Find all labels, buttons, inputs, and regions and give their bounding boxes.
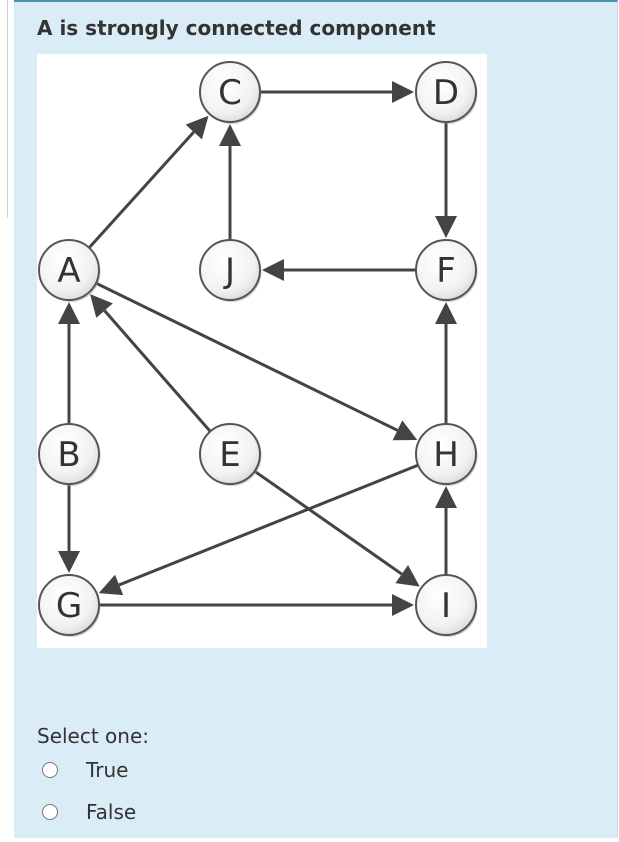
node-g: G xyxy=(38,574,101,637)
graph-image: C D A J F B E H G I xyxy=(37,54,487,648)
node-label-e: E xyxy=(219,435,240,475)
question-text: A is strongly connected component xyxy=(37,16,436,40)
edge-f-to-j xyxy=(262,259,416,281)
edge-b-to-a xyxy=(58,302,80,424)
edge-e-to-a xyxy=(90,294,212,433)
node-h: H xyxy=(415,423,478,486)
node-e: E xyxy=(199,423,262,486)
node-label-c: C xyxy=(218,73,242,113)
directed-graph: C D A J F B E H G I xyxy=(38,61,478,637)
node-label-f: F xyxy=(436,251,456,291)
node-label-i: I xyxy=(441,586,451,626)
option-false[interactable]: False xyxy=(42,800,136,824)
radio-true[interactable] xyxy=(42,762,58,778)
option-false-label: False xyxy=(86,800,137,824)
option-true-label: True xyxy=(86,758,129,782)
edge-j-to-c xyxy=(219,124,241,240)
option-true[interactable]: True xyxy=(42,758,128,782)
node-j: J xyxy=(199,239,262,302)
select-one-prompt: Select one: xyxy=(37,724,150,748)
node-c: C xyxy=(199,61,262,124)
edge-i-to-h xyxy=(435,486,457,575)
edge-g-to-i xyxy=(99,594,414,616)
node-label-a: A xyxy=(57,251,80,291)
node-a: A xyxy=(38,239,101,302)
node-label-h: H xyxy=(433,435,459,475)
node-f: F xyxy=(415,239,478,302)
node-label-g: G xyxy=(56,586,82,626)
node-label-d: D xyxy=(433,73,459,113)
node-b: B xyxy=(38,423,101,486)
node-label-j: J xyxy=(223,251,235,291)
edge-b-to-g xyxy=(58,484,80,573)
left-margin-strip xyxy=(0,0,8,218)
edge-d-to-f xyxy=(435,122,457,238)
node-label-b: B xyxy=(57,435,80,475)
node-d: D xyxy=(415,61,478,124)
radio-false[interactable] xyxy=(42,804,58,820)
edge-e-to-i xyxy=(253,469,420,587)
edge-a-to-c xyxy=(88,115,209,249)
question-panel: A is strongly connected component C D A J F B… xyxy=(14,0,618,838)
edge-h-to-f xyxy=(435,302,457,424)
edge-h-to-g xyxy=(98,463,419,596)
edge-c-to-d xyxy=(260,81,414,103)
node-i: I xyxy=(415,574,478,637)
edge-a-to-h xyxy=(95,281,418,441)
